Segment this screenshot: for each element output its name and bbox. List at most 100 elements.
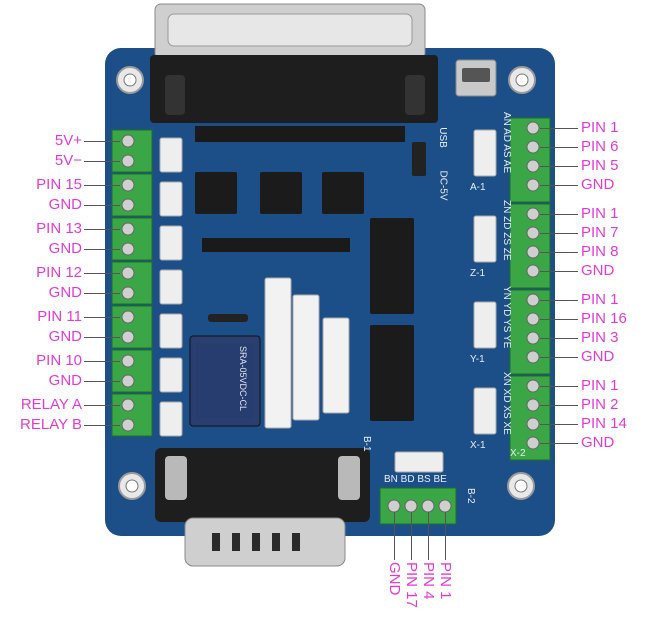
silk-axis-a: A-1 xyxy=(470,182,486,193)
left-label: PIN 11 xyxy=(37,308,82,325)
left-label-leader xyxy=(84,185,120,186)
right-label: PIN 3 xyxy=(581,329,619,346)
small-connectors-left xyxy=(159,137,183,437)
bottom-label: PIN 1 xyxy=(437,562,454,600)
left-label-leader xyxy=(84,405,120,406)
right-label-leader xyxy=(540,338,578,339)
pin-header-top xyxy=(195,126,405,142)
left-label: PIN 15 xyxy=(36,176,82,193)
right-label-leader xyxy=(540,357,578,358)
left-label-leader xyxy=(84,381,120,382)
right-label-leader xyxy=(540,185,578,186)
right-label-leader xyxy=(540,214,578,215)
pin-header-middle xyxy=(202,238,350,252)
right-label-leader xyxy=(540,386,578,387)
left-label-leader xyxy=(84,337,120,338)
left-label: PIN 10 xyxy=(36,352,82,369)
right-label: GND xyxy=(581,262,615,279)
left-label: GND xyxy=(48,284,82,301)
left-label-leader xyxy=(84,249,120,250)
diode xyxy=(208,314,248,322)
relay xyxy=(189,335,261,427)
silk-b1: B-1 xyxy=(361,436,372,452)
power-switch xyxy=(412,142,426,176)
bottom-label-leader xyxy=(394,512,395,560)
left-label: GND xyxy=(48,196,82,213)
right-label: PIN 1 xyxy=(581,205,619,222)
bottom-label-leader xyxy=(411,512,412,560)
silk-a-pins: AN AD AS AE xyxy=(501,112,512,174)
left-label-leader xyxy=(84,273,120,274)
right-label: PIN 8 xyxy=(581,243,619,260)
left-label: PIN 13 xyxy=(36,220,82,237)
right-label: PIN 2 xyxy=(581,396,619,413)
db15-connector-bottom xyxy=(155,448,370,567)
right-label: GND xyxy=(581,348,615,365)
left-label: RELAY B xyxy=(20,416,82,433)
silk-x2: X-2 xyxy=(510,448,526,459)
right-label: PIN 6 xyxy=(581,138,619,155)
right-label-leader xyxy=(540,405,578,406)
silk-usb: USB xyxy=(436,127,448,148)
silk-b-pins: BN BD BS BE xyxy=(384,474,447,485)
right-label: GND xyxy=(581,434,615,451)
axis-connectors xyxy=(394,129,497,473)
terminal-block-bottom xyxy=(379,487,457,525)
right-label-leader xyxy=(540,424,578,425)
right-label: GND xyxy=(581,176,615,193)
left-label-leader xyxy=(84,425,120,426)
left-label-leader xyxy=(84,161,120,162)
left-label: 5V− xyxy=(54,152,82,169)
left-label-leader xyxy=(84,205,120,206)
silk-axis-z: Z-1 xyxy=(470,268,485,279)
right-label: PIN 1 xyxy=(581,291,619,308)
silk-b2: B-2 xyxy=(465,488,476,504)
right-label: PIN 14 xyxy=(581,415,627,432)
right-label: PIN 1 xyxy=(581,377,619,394)
optocoupler-chips xyxy=(195,172,414,421)
right-label-leader xyxy=(540,233,578,234)
bottom-label: PIN 17 xyxy=(403,562,420,608)
silk-x-pins: XN XD XS XE xyxy=(501,372,512,435)
usb-port xyxy=(455,59,497,97)
silk-relay-text: SRA-05VDC-CL xyxy=(238,346,248,412)
right-label: PIN 16 xyxy=(581,310,627,327)
left-label: GND xyxy=(48,328,82,345)
silk-dc5v: DC-5V xyxy=(437,170,449,201)
silk-y-pins: YN YD YS YE xyxy=(501,286,512,349)
left-label-leader xyxy=(84,317,120,318)
left-label: GND xyxy=(48,372,82,389)
left-label: RELAY A xyxy=(20,396,82,413)
bottom-label-leader xyxy=(428,512,429,560)
bottom-label-leader xyxy=(445,512,446,560)
left-label-leader xyxy=(84,141,120,142)
right-label-leader xyxy=(540,300,578,301)
right-label-leader xyxy=(540,271,578,272)
silk-axis-y: Y-1 xyxy=(470,354,485,365)
right-label-leader xyxy=(540,443,578,444)
right-label-leader xyxy=(540,252,578,253)
header-connectors-center xyxy=(264,277,350,429)
bottom-label: GND xyxy=(386,562,403,596)
left-label: GND xyxy=(48,240,82,257)
right-label-leader xyxy=(540,319,578,320)
db25-connector-top xyxy=(150,3,438,123)
left-label: PIN 12 xyxy=(36,264,82,281)
silk-axis-x: X-1 xyxy=(470,440,486,451)
left-label-leader xyxy=(84,361,120,362)
left-label: 5V+ xyxy=(54,132,82,149)
mounting-holes xyxy=(116,66,536,500)
silk-z-pins: ZN ZD ZS ZE xyxy=(501,200,512,261)
terminal-blocks-left xyxy=(111,129,153,437)
right-label: PIN 7 xyxy=(581,224,619,241)
right-label-leader xyxy=(540,147,578,148)
left-label-leader xyxy=(84,293,120,294)
bottom-label: PIN 4 xyxy=(420,562,437,600)
right-label: PIN 1 xyxy=(581,119,619,136)
right-label-leader xyxy=(540,128,578,129)
terminal-blocks-right xyxy=(509,117,551,461)
left-label-leader xyxy=(84,229,120,230)
right-label: PIN 5 xyxy=(581,157,619,174)
right-label-leader xyxy=(540,166,578,167)
